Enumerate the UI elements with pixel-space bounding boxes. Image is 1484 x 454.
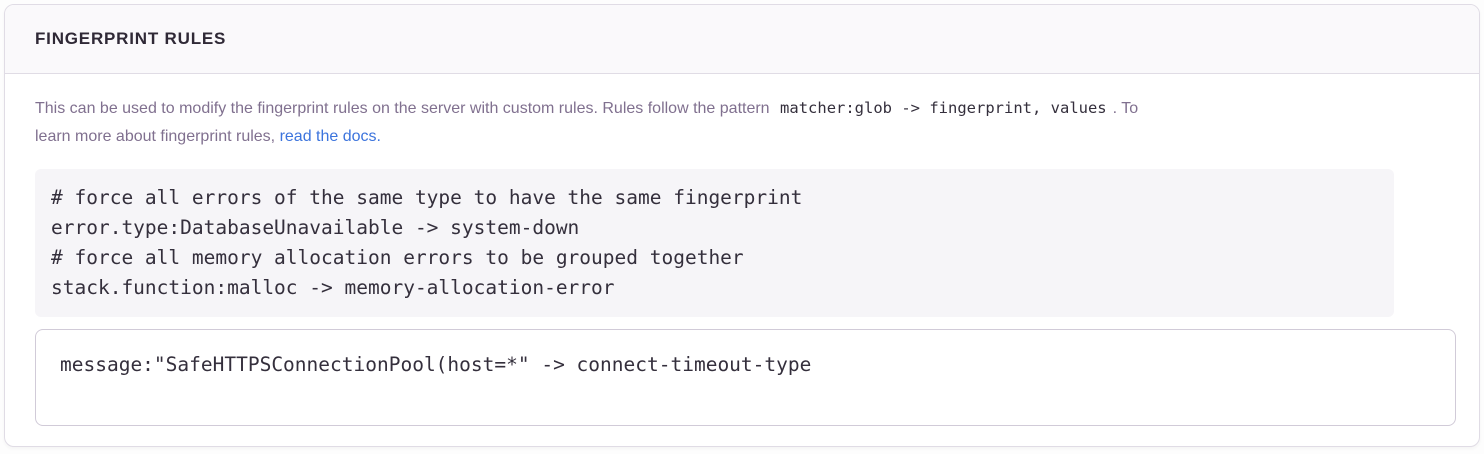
- pattern-inline-code: matcher:glob -> fingerprint, values: [780, 99, 1107, 117]
- description-text-before-code: This can be used to modify the fingerpri…: [35, 100, 770, 117]
- panel-description: This can be used to modify the fingerpri…: [35, 94, 1451, 151]
- description-text-line2: learn more about fingerprint rules,: [35, 128, 280, 145]
- example-rules-code-block: # force all errors of the same type to h…: [35, 169, 1394, 317]
- fingerprint-rules-textarea[interactable]: message:"SafeHTTPSConnectionPool(host=*"…: [35, 329, 1456, 426]
- panel-title: FINGERPRINT RULES: [35, 29, 227, 48]
- fingerprint-rules-panel: FINGERPRINT RULES This can be used to mo…: [4, 4, 1480, 447]
- panel-header: FINGERPRINT RULES: [5, 5, 1479, 74]
- read-the-docs-link[interactable]: read the docs.: [279, 128, 381, 145]
- panel-body: This can be used to modify the fingerpri…: [5, 74, 1479, 446]
- description-text-after-code: . To: [1112, 100, 1139, 117]
